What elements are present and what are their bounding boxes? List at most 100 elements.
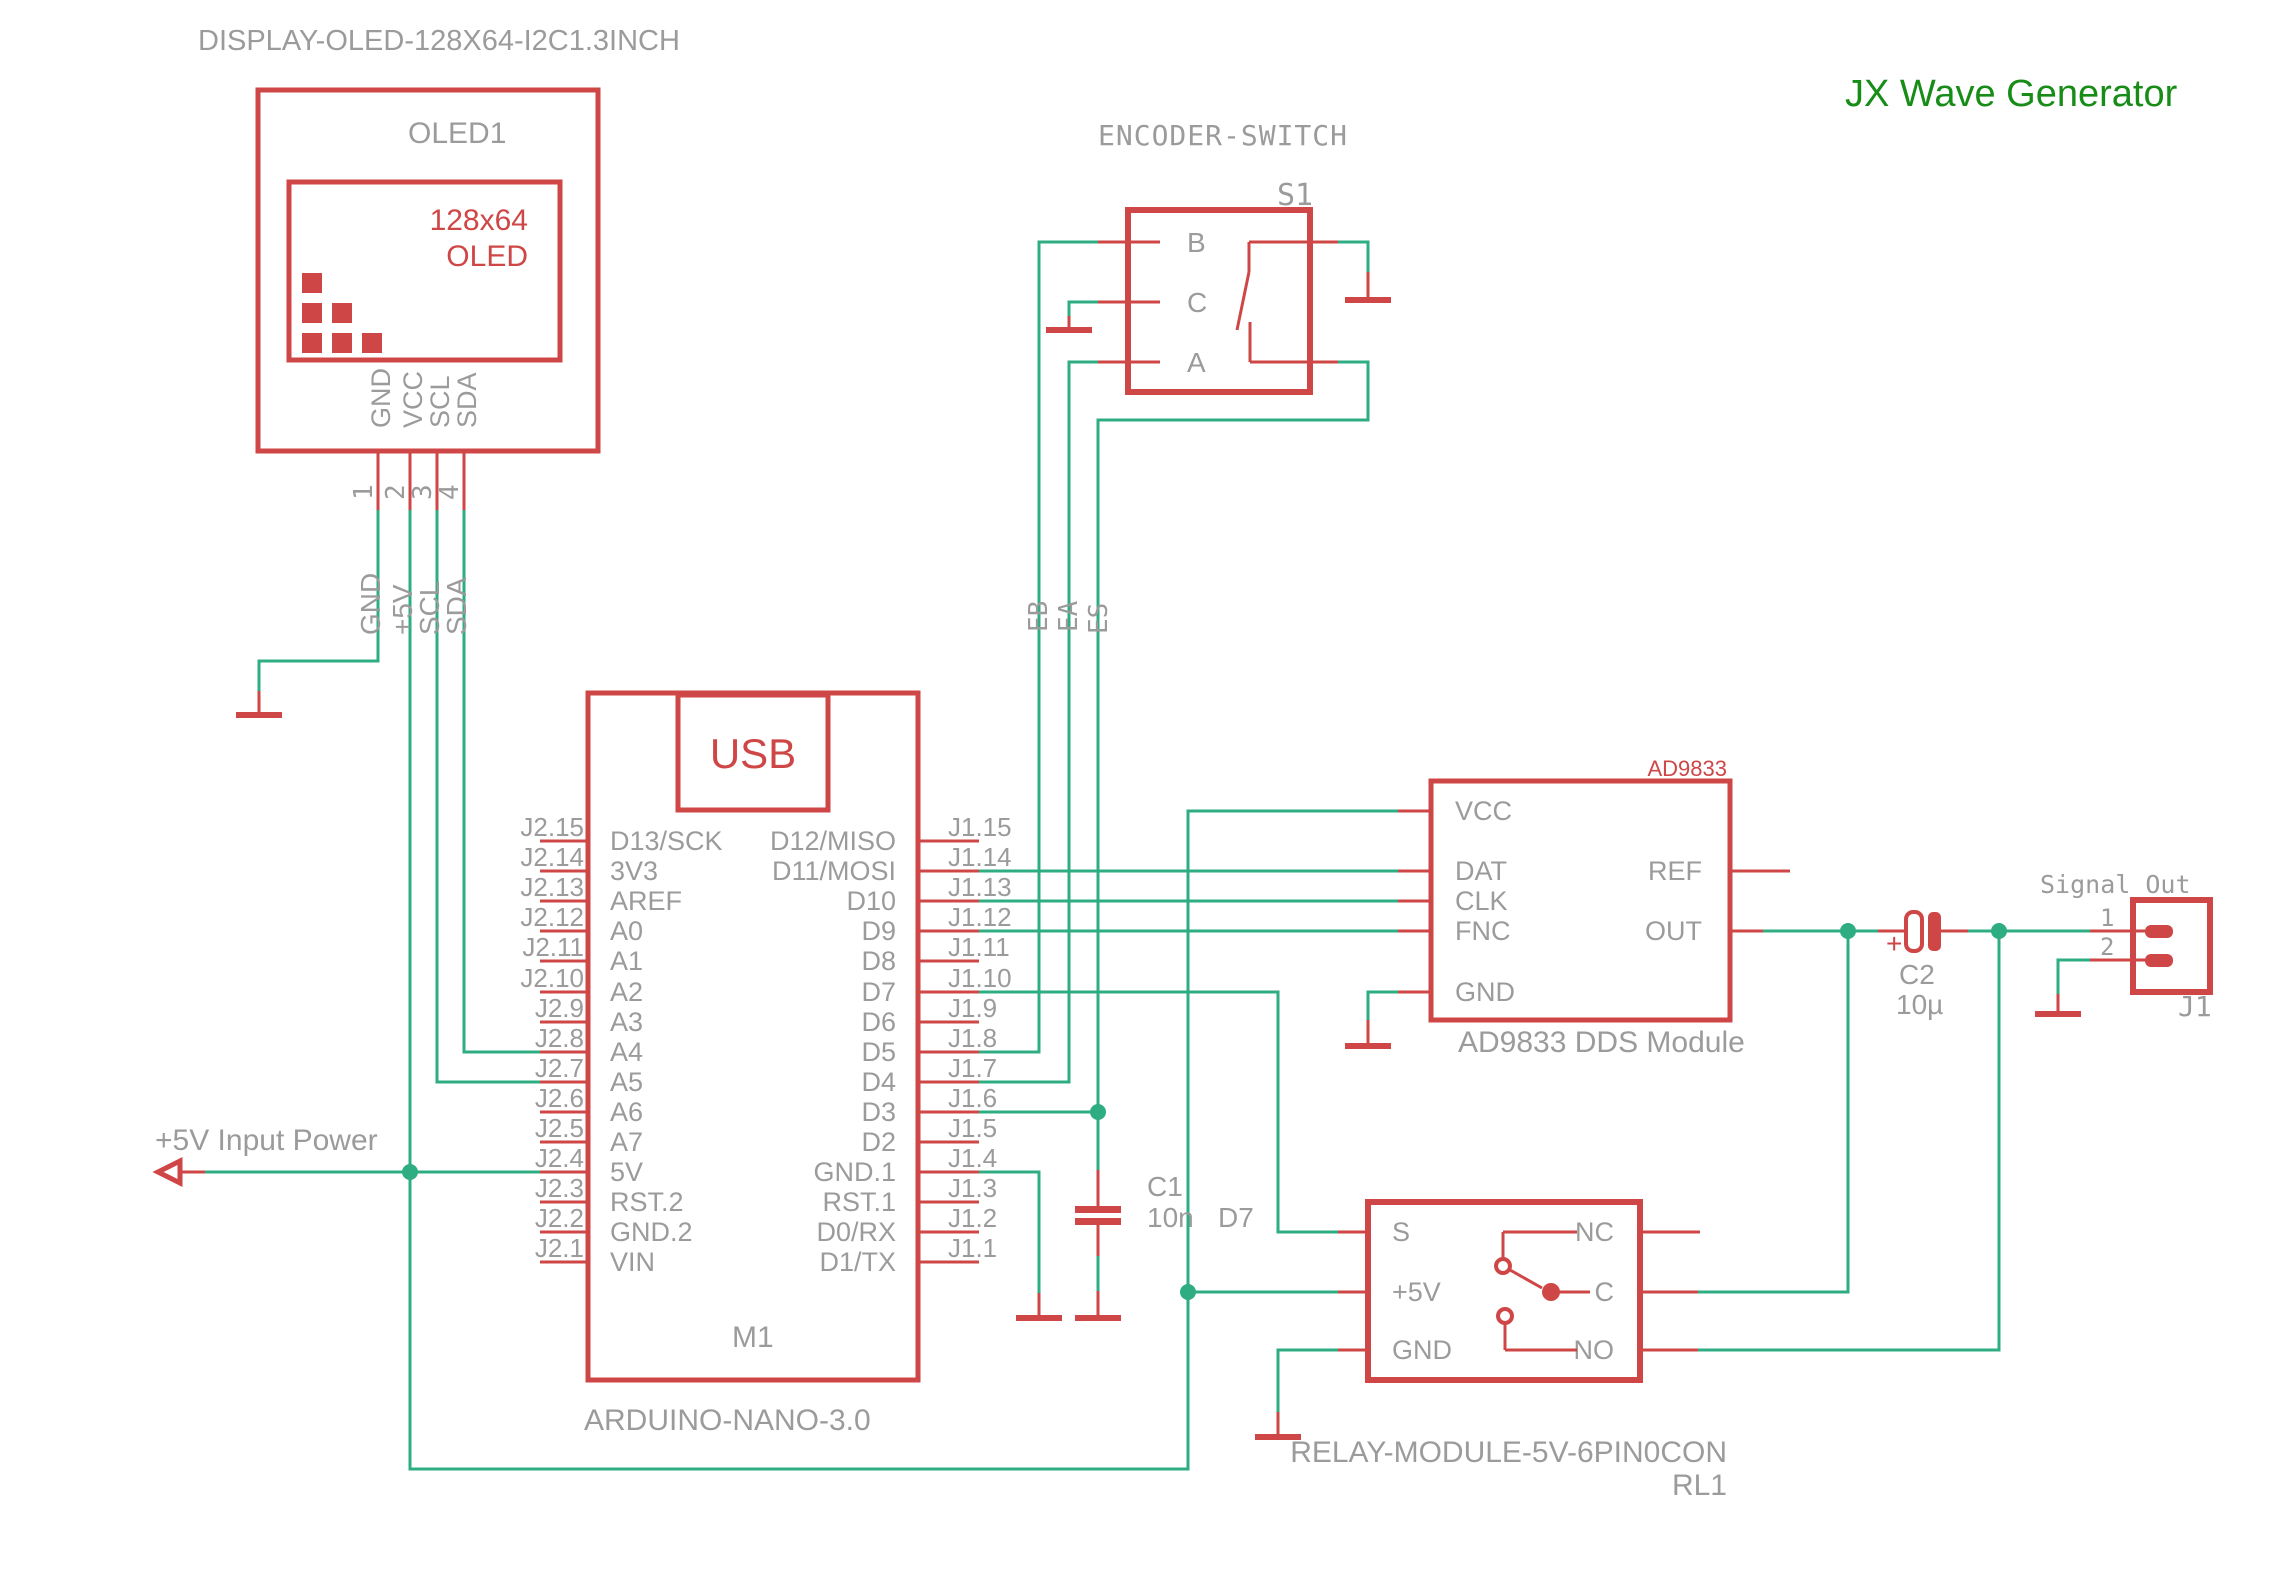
relay-label-5v: +5V [1392, 1277, 1441, 1307]
relay-label-c: C [1595, 1277, 1615, 1307]
wire-j14-gnd [979, 1170, 1041, 1293]
wire-enc-b-gnd [1338, 240, 1370, 272]
ext-label: J1.5 [948, 1113, 997, 1143]
ad9833-label-vcc: VCC [1455, 796, 1512, 826]
oled-screen-line2: OLED [446, 240, 528, 273]
pin-name: D6 [861, 1007, 896, 1037]
relay-switch-symbol [1494, 1230, 1590, 1352]
ext-label: J2.7 [535, 1053, 584, 1083]
relay-ref: RL1 [1672, 1469, 1727, 1502]
ext-label: J2.10 [520, 963, 584, 993]
oled-pin-name-sda: SDA [452, 372, 482, 428]
gnd-bar-j14 [1016, 1315, 1062, 1321]
c2-value: 10µ [1896, 989, 1943, 1020]
wire-oled-gnd [257, 510, 380, 691]
junction-es-d3 [1090, 1104, 1106, 1120]
gnd-bar-oled [236, 712, 282, 718]
ad9833-chip-label: AD9833 [1647, 756, 1727, 781]
pin-name: D1/TX [819, 1247, 896, 1277]
pixel-square [302, 333, 322, 353]
ext-label: J2.8 [535, 1023, 584, 1053]
junction-c2-right [1991, 923, 2007, 939]
ext-label: J2.5 [535, 1113, 584, 1143]
pin-name: A5 [610, 1067, 643, 1097]
pixel-square [332, 333, 352, 353]
relay-component: S +5V GND NC C NO RELAY-MODULE-5V-6PIN0C… [1290, 1199, 1727, 1502]
oled-outer-box [255, 87, 601, 454]
ext-label: J1.14 [948, 842, 1012, 872]
oled-pixel-squares [302, 273, 382, 353]
connector-ref: J1 [2178, 990, 2212, 1023]
arduino-left-ext-labels: J2.15 J2.14 J2.13 J2.12 J2.11 J2.10 J2.9… [520, 812, 584, 1263]
ad9833-label-out: OUT [1645, 916, 1702, 946]
pin-name: D0/RX [816, 1217, 896, 1247]
arduino-right-pin-names: D12/MISO D11/MOSI D10 D9 D8 D7 D6 D5 D4 … [770, 826, 896, 1277]
wire-relay-gnd [1276, 1348, 1338, 1412]
pixel-square [302, 303, 322, 323]
relay-caption: RELAY-MODULE-5V-6PIN0CON [1290, 1436, 1727, 1469]
c2-plate-left [1904, 910, 1924, 953]
power-input: +5V Input Power [152, 1124, 378, 1188]
pin-name: A3 [610, 1007, 643, 1037]
wire-ea [979, 360, 1098, 1084]
wire-enc-c-gnd [1067, 300, 1098, 316]
power-input-label: +5V Input Power [155, 1124, 378, 1157]
ad9833-component: AD9833 VCC DAT CLK FNC GND REF OUT AD983… [1398, 756, 1790, 1059]
junction-relay-5v [1180, 1284, 1196, 1300]
wire-d7 [979, 990, 1338, 1234]
net-label-scl: SCL [414, 581, 445, 635]
oled-component: DISPLAY-OLED-128X64-I2C1.3INCH OLED1 128… [198, 25, 680, 635]
wire-es [1096, 360, 1370, 1170]
ext-label: J1.6 [948, 1083, 997, 1113]
oled-pin-name-gnd: GND [366, 368, 396, 428]
pin-name: RST.1 [822, 1187, 896, 1217]
ext-label: J1.8 [948, 1023, 997, 1053]
net-label-es: ES [1084, 603, 1114, 634]
ad9833-label-clk: CLK [1455, 886, 1508, 916]
ext-label: J2.3 [535, 1173, 584, 1203]
pin-name: D5 [861, 1037, 896, 1067]
net-label-gnd: GND [355, 573, 386, 635]
pin-name: A2 [610, 977, 643, 1007]
ext-label: J1.3 [948, 1173, 997, 1203]
ext-label: J2.4 [535, 1143, 584, 1173]
relay-label-no: NO [1574, 1335, 1615, 1365]
ext-label: J2.2 [535, 1203, 584, 1233]
pin-name: A6 [610, 1097, 643, 1127]
ext-label: J1.10 [948, 963, 1012, 993]
pin-name: D10 [846, 886, 896, 916]
arduino-usb-box [675, 692, 831, 813]
pin-name: D4 [861, 1067, 896, 1097]
junction-dots [402, 923, 2007, 1300]
relay-no-contact [1496, 1307, 1514, 1325]
junction-5v [402, 1164, 418, 1180]
connector-pin1-number: 1 [2100, 904, 2114, 932]
pixel-square [332, 303, 352, 323]
ext-label: J1.2 [948, 1203, 997, 1233]
ext-label: J1.4 [948, 1143, 997, 1173]
wire-ad-gnd [1366, 990, 1398, 1020]
ext-label: J2.6 [535, 1083, 584, 1113]
relay-label-nc: NC [1575, 1217, 1614, 1247]
arduino-ref: M1 [732, 1321, 774, 1354]
ad9833-label-ref: REF [1648, 856, 1702, 886]
arduino-usb-label: USB [710, 730, 796, 777]
oled-pin-number-3: 3 [408, 484, 438, 500]
net-wires [205, 240, 2090, 1471]
net-label-sda: SDA [441, 577, 472, 635]
wire-sigout-gnd [2056, 958, 2090, 994]
pin-name: RST.2 [610, 1187, 684, 1217]
ad9833-label-gnd: GND [1455, 977, 1515, 1007]
c1-plate-top [1075, 1206, 1121, 1213]
relay-blade [1509, 1268, 1543, 1290]
power-arrow-icon [152, 1156, 183, 1188]
pin-name: 5V [610, 1157, 643, 1187]
pin-name: GND.1 [813, 1157, 896, 1187]
relay-label-s: S [1392, 1217, 1410, 1247]
ext-label: J2.12 [520, 902, 584, 932]
wire-sda [462, 510, 540, 1054]
ext-label: J2.13 [520, 872, 584, 902]
encoder-pin-label-a: A [1187, 347, 1206, 378]
pin-name: D12/MISO [770, 826, 896, 856]
